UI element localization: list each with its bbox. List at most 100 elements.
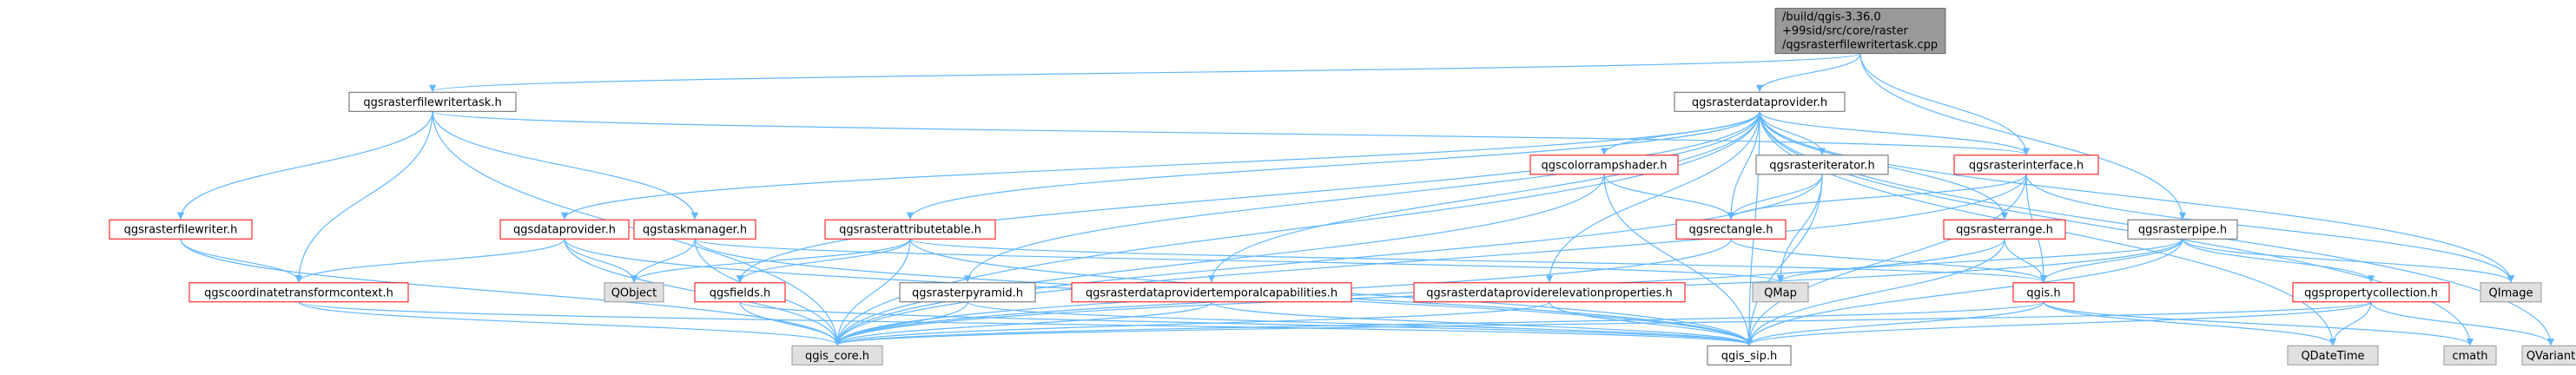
node-box: [1755, 155, 1889, 175]
node-qgsrasterpipe-h[interactable]: qgsrasterpipe.h: [2127, 219, 2238, 240]
node-box: [499, 219, 630, 240]
node-qgsrasterrange-h[interactable]: qgsrasterrange.h: [1943, 219, 2066, 240]
edge-qgsrasterattributetable_h-to-qgis_core_h: [833, 239, 911, 346]
edge-qgis_h-to-QDateTime: [2043, 301, 2337, 346]
edge-qgsrasterdataprovider_h-to-QImage: [1759, 111, 2515, 283]
edge-qgsdataprovider_h-to-qgscoordinatetransformcontext_h: [294, 238, 565, 283]
node-box: [348, 91, 517, 112]
edge-qgsrasterrange_h-to-qgis_sip_h: [1745, 239, 2005, 346]
edge-root-to-qgsrasterdataprovider_h: [1755, 53, 1861, 93]
edge-qgscoordinatetransformcontext_h-to-qgis_core_h: [298, 301, 842, 346]
node-label: QImage: [2489, 286, 2533, 299]
node-label: qgsrasterfilewriter.h: [124, 224, 238, 237]
node-qgsrasterattributetable-h[interactable]: qgsrasterattributetable.h: [824, 219, 996, 240]
node-qgsrectangle-h[interactable]: qgsrectangle.h: [1675, 219, 1787, 240]
edge-qgscolorrampshader_h-to-qgsrectangle_h: [1603, 174, 1735, 220]
node-qgstaskmanager-h[interactable]: qgstaskmanager.h: [633, 219, 756, 240]
node-label: qgsrasterpyramid.h: [912, 286, 1023, 299]
edge-qgsrasterpipe_h-to-qgspropertycollection_h: [2182, 239, 2375, 283]
node-label: qgspropertycollection.h: [2304, 286, 2438, 299]
edge-qgsrasterdataproviderelevationproperties_h-to-qgis_sip_h: [1549, 301, 1754, 346]
edge-qgsrasterfilewritertask_h-to-qgstaskmanager_h: [432, 111, 699, 220]
node-qgis-sip-h[interactable]: qgis_sip.h: [1707, 345, 1792, 365]
node-qgsrasterdataprovider-h[interactable]: qgsrasterdataprovider.h: [1674, 91, 1846, 112]
node-box: [1774, 8, 1946, 55]
node-qgsrasterfilewriter-h[interactable]: qgsrasterfilewriter.h: [109, 219, 253, 240]
node-box: [1675, 219, 1787, 240]
node-label: +99sid/src/core/raster: [1782, 25, 1909, 38]
edge-qgsrasterdataprovidertemporalcapabilities_h-to-qgis_sip_h: [1211, 301, 1754, 346]
node-qgscolorrampshader-h[interactable]: qgscolorrampshader.h: [1529, 155, 1679, 175]
edge-qgspropertycollection_h-to-QVariant: [2370, 301, 2555, 346]
node-label: QDateTime: [2301, 350, 2364, 363]
edge-qgsrasterpipe_h-to-qgis_sip_h: [1745, 239, 2183, 346]
node-box: [633, 219, 756, 240]
node-label: qgsfields.h: [710, 286, 770, 299]
edge-qgspropertycollection_h-to-qgis_sip_h: [1746, 301, 2372, 346]
node-label: qgstaskmanager.h: [643, 224, 747, 237]
edge-qgsrasterdataproviderelevationproperties_h-to-qgis_core_h: [834, 301, 1550, 346]
node-qgsrasterdataprovidertemporalcapabilities-h[interactable]: qgsrasterdataprovidertemporalcapabilitie…: [1071, 282, 1352, 303]
node-box: [2287, 345, 2379, 365]
node-label: qgsrasterinterface.h: [1969, 159, 2084, 172]
edge-qgsrasterdataprovider_h-to-cmath: [1759, 111, 2474, 346]
node-qgis-h[interactable]: qgis.h: [2012, 282, 2075, 303]
edge-qgsrasterinterface_h-to-QImage: [2025, 174, 2515, 283]
edge-qgsrasterpipe_h-to-QMap: [1776, 238, 2183, 283]
edge-qgsrasterdataprovider_h-to-qgsrasterdataprovidertemporalcapabilities_h: [1207, 111, 1760, 283]
edge-qgscolorrampshader_h-to-qgis_core_h: [833, 174, 1605, 346]
edge-qgsrasterattributetable_h-to-QObject: [630, 238, 911, 283]
node-root[interactable]: /build/qgis-3.36.0+99sid/src/core/raster…: [1774, 8, 1946, 55]
node-label: /build/qgis-3.36.0: [1782, 11, 1881, 24]
edge-qgsfields_h-to-qgis_sip_h: [739, 301, 1753, 346]
node-label: qgis_core.h: [805, 350, 869, 363]
node-qgsrasterinterface-h[interactable]: qgsrasterinterface.h: [1953, 155, 2099, 175]
node-QDateTime: QDateTime: [2287, 345, 2379, 365]
node-label: /qgsrasterfilewritertask.cpp: [1782, 39, 1938, 52]
node-QImage: QImage: [2480, 282, 2542, 303]
edge-qgsrasterdataprovider_h-to-qgscolorrampshader_h: [1600, 111, 1760, 155]
node-QObject: QObject: [604, 282, 664, 303]
edge-qgsrasterfilewriter_h-to-qgscoordinatetransformcontext_h: [180, 239, 303, 283]
edge-qgspropertycollection_h-to-QDateTime: [2328, 301, 2372, 346]
node-box: [694, 282, 786, 303]
edge-qgsrasteriterator_h-to-qgsrectangle_h: [1727, 174, 1823, 220]
node-box: [1529, 155, 1679, 175]
node-qgis-core-h: qgis_core.h: [791, 345, 883, 365]
edge-root-to-qgsrasterinterface_h: [1859, 53, 2031, 155]
node-label: qgsrasterrange.h: [1956, 224, 2053, 237]
edge-root-to-qgsrasterfilewritertask_h: [429, 53, 1861, 93]
node-box: [1674, 91, 1846, 112]
edge-root-to-qgsrasterpipe_h: [1859, 53, 2187, 220]
node-label: cmath: [2452, 350, 2487, 363]
node-QMap: QMap: [1752, 282, 1809, 303]
edge-qgsrasterpipe_h-to-qgis_h: [2039, 239, 2183, 283]
edge-qgsrasteriterator_h-to-qgis_sip_h: [1745, 174, 1823, 346]
edge-qgis_h-to-qgis_core_h: [834, 301, 2044, 346]
node-label: qgsrasterdataproviderelevationproperties…: [1426, 286, 1673, 299]
node-box: [1071, 282, 1352, 303]
edge-qgsrasterattributetable_h-to-qgsfields_h: [736, 239, 911, 283]
edge-qgsrasterfilewritertask_h-to-qgscoordinatetransformcontext_h: [294, 111, 433, 283]
node-label: qgscolorrampshader.h: [1541, 159, 1667, 172]
edge-qgsrasteriterator_h-to-QMap: [1776, 174, 1823, 283]
node-box: [188, 282, 409, 303]
node-qgsdataprovider-h[interactable]: qgsdataprovider.h: [499, 219, 630, 240]
node-qgsrasterdataproviderelevationproperties-h[interactable]: qgsrasterdataproviderelevationproperties…: [1413, 282, 1686, 303]
node-qgspropertycollection-h[interactable]: qgspropertycollection.h: [2292, 282, 2450, 303]
edge-qgsrasterdataprovider_h-to-qgsrasterdataproviderelevationproperties_h: [1545, 111, 1760, 283]
edge-qgsrasterinterface_h-to-qgis_core_h: [833, 174, 2027, 346]
node-label: qgsrasterattributetable.h: [839, 224, 981, 237]
edge-qgsrasterinterface_h-to-qgis_sip_h: [1745, 174, 2027, 346]
edge-qgsrasterdataprovider_h-to-qgsrasterattributetable_h: [906, 111, 1760, 220]
edge-qgsrasterfilewriter_h-to-qgis_core_h: [180, 239, 842, 346]
node-qgsfields-h[interactable]: qgsfields.h: [694, 282, 786, 303]
node-qgsrasteriterator-h[interactable]: qgsrasteriterator.h: [1755, 155, 1889, 175]
node-qgscoordinatetransformcontext-h[interactable]: qgscoordinatetransformcontext.h: [188, 282, 409, 303]
edge-qgsrectangle_h-to-qgis_h: [1730, 238, 2048, 283]
edge-qgsrasterdataprovider_h-to-qgis_core_h: [833, 111, 1760, 346]
node-QVariant: QVariant: [2521, 345, 2576, 365]
node-qgsrasterfilewritertask-h[interactable]: qgsrasterfilewritertask.h: [348, 91, 517, 112]
node-qgsrasterpyramid-h[interactable]: qgsrasterpyramid.h: [899, 282, 1036, 303]
node-box: [1752, 282, 1809, 303]
